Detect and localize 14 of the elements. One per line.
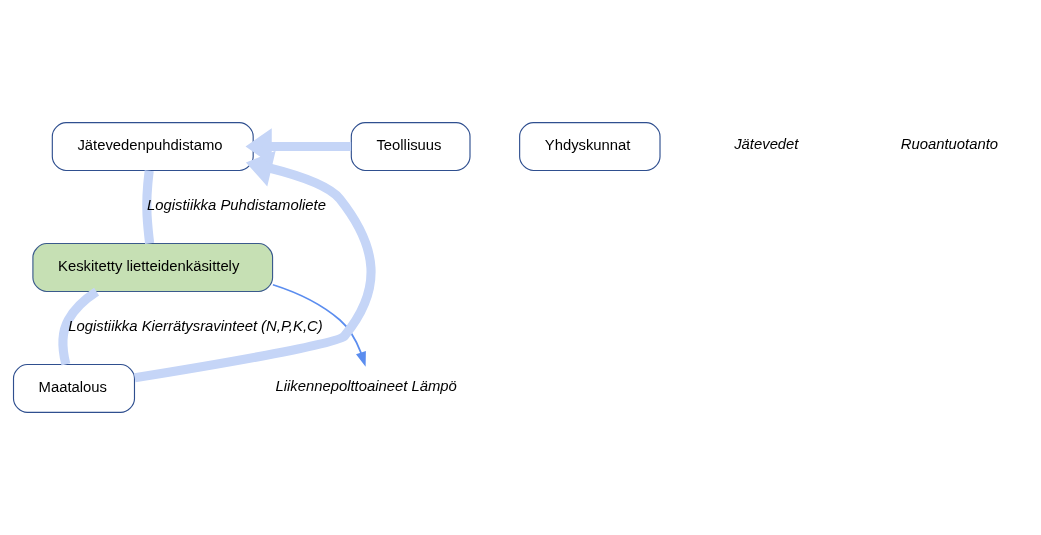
label: Jätevedet — [734, 136, 799, 153]
arrow — [134, 150, 376, 383]
node-box: Keskitetty lietteidenkäsittely — [32, 242, 274, 293]
connector — [58, 287, 100, 366]
edge-label: Logistiikka Puhdistamoliete — [147, 196, 326, 213]
node-box: Maatalous — [12, 363, 136, 413]
node-box: Teollisuus — [350, 122, 471, 172]
connector — [142, 170, 155, 244]
node-box: Jätevedenpuhdistamo — [51, 122, 254, 172]
edge-label: Logistiikka Kierrätysravinteet (N,P,K,C) — [68, 317, 323, 334]
label: Ruoantuotanto — [900, 136, 999, 153]
node-text: Liikennepolttoaineet Lämpö — [275, 378, 457, 395]
arrow — [272, 283, 366, 367]
node-box: Yhdyskunnat — [519, 122, 661, 172]
